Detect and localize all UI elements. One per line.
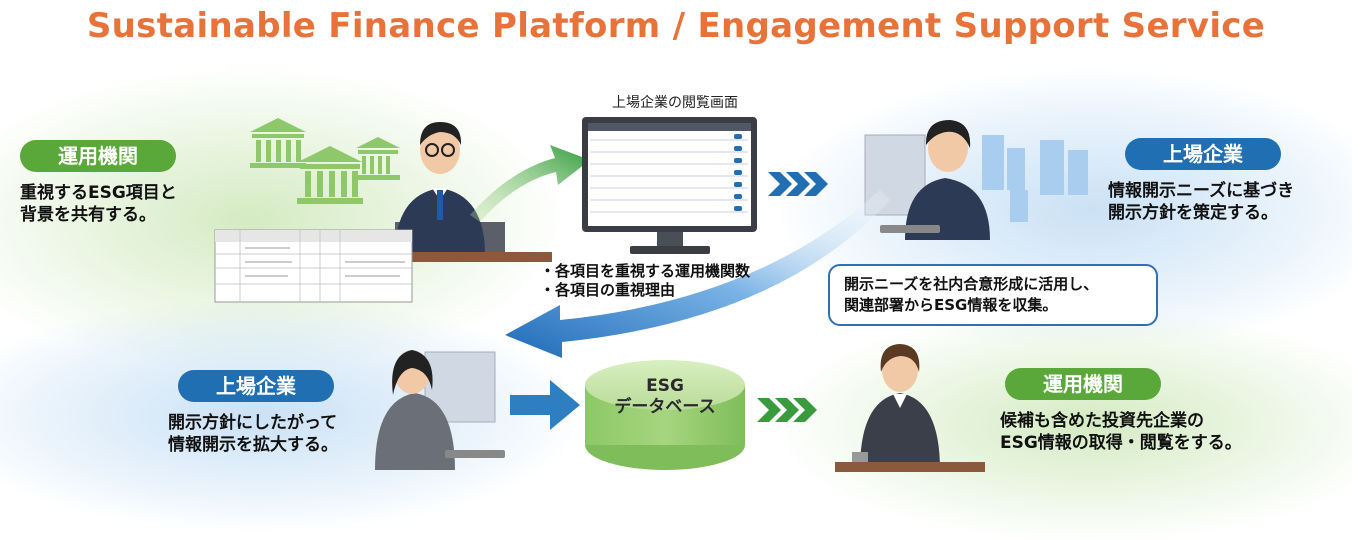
callout-box: 開示ニーズを社内合意形成に活用し、 関連部署からESG情報を収集。 [828, 264, 1158, 326]
green-flow-arrow [470, 145, 590, 222]
company-staff-illustration [865, 120, 990, 240]
bullet-item: ・各項目を重視する運用機関数 [540, 262, 840, 281]
investor-top-desc: 重視するESG項目と 背景を共有する。 [20, 182, 250, 226]
database-label-line1: ESG [595, 376, 735, 397]
bullet-list: ・各項目を重視する運用機関数 ・各項目の重視理由 [540, 262, 840, 300]
company-woman-illustration [375, 350, 505, 470]
database-label: ESG データベース [595, 376, 735, 418]
chevron-arrows-bottom [757, 398, 817, 422]
company-top-desc: 情報開示ニーズに基づき 開示方針を策定する。 [1108, 180, 1343, 224]
bullet-item: ・各項目の重視理由 [540, 281, 840, 300]
company-bottom-label: 上場企業 [178, 370, 334, 402]
investor-top-label: 運用機関 [20, 140, 176, 172]
callout-line: 関連部署からESG情報を収集。 [844, 295, 1142, 316]
screen-caption: 上場企業の閲覧画面 [595, 92, 755, 112]
company-top-label: 上場企業 [1125, 138, 1281, 170]
investor-person-illustration [395, 122, 552, 262]
chevron-arrows-top [768, 172, 828, 196]
green-arrow-to-db [510, 380, 580, 430]
database-label-line2: データベース [595, 397, 735, 418]
investor-woman-illustration [835, 344, 985, 472]
bank-icon [250, 118, 400, 204]
investor-bottom-label: 運用機関 [1005, 368, 1161, 400]
callout-line: 開示ニーズを社内合意形成に活用し、 [844, 274, 1142, 295]
office-buildings-icon [982, 135, 1088, 222]
monitor-illustration [582, 117, 757, 254]
survey-table-illustration [215, 230, 412, 302]
company-bottom-desc: 開示方針にしたがって 情報開示を拡大する。 [168, 412, 388, 456]
investor-bottom-desc: 候補も含めた投資先企業の ESG情報の取得・閲覧をする。 [1000, 410, 1280, 454]
